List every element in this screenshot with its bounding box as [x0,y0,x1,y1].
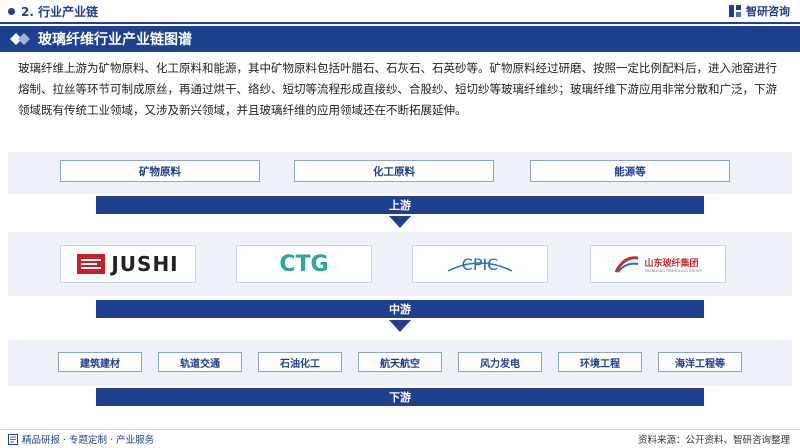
brand-logo: 智研咨询 [728,3,790,19]
upstream-item-mineral: 矿物原料 [60,160,260,182]
intro-paragraph: 玻璃纤维上游为矿物原料、化工原料和能源，其中矿物原料包括叶腊石、石灰石、石英砂等… [18,61,777,117]
upstream-stage-bar: 上游 [96,196,704,214]
section-label: 2. 行业产业链 [21,4,99,19]
footer-services: 精品研报 · 专题定制 · 产业服务 [22,435,155,446]
title-bar: 玻璃纤维行业产业链图谱 [0,26,800,52]
shandong-name-en: SHANDONG FIBERGLASS GROUP [644,268,702,273]
downstream-item: 环境工程 [558,352,642,372]
down-arrow-icon [389,320,411,332]
ctg-wordmark: CTG [279,252,328,277]
brand-name: 智研咨询 [746,5,790,18]
document-icon [8,433,18,445]
footer-left: 精品研报 · 专题定制 · 产业服务 [0,432,154,446]
shandong-mark-icon [615,256,639,273]
ctg-wordmark-graphic: CTG [279,252,328,277]
footer-source: 资料来源：公开资料、智研咨询整理 [637,435,790,446]
page-title: 玻璃纤维行业产业链图谱 [38,32,192,48]
double-diamond-icon [10,33,30,45]
shandong-text: 山东玻纤集团 SHANDONG FIBERGLASS GROUP [644,256,701,273]
down-arrow-icon [389,216,411,228]
ctg-logo: CTG [236,245,372,283]
jushi-mark-icon [77,254,106,274]
midstream-stage-bar: 中游 [96,300,704,318]
downstream-item: 海洋工程等 [658,352,742,372]
top-header: 2. 行业产业链 智研咨询 [0,0,800,22]
downstream-item: 轨道交通 [158,352,242,372]
footer: 精品研报 · 专题定制 · 产业服务 资料来源：公开资料、智研咨询整理 [0,430,800,448]
jushi-wordmark: JUSHI [111,252,179,276]
cpic-wordmark: CPIC [462,255,499,274]
cpic-logo: CPIC [412,245,548,283]
shandong-fiberglass-logo: 山东玻纤集团 SHANDONG FIBERGLASS GROUP [590,245,726,283]
downstream-item: 建筑建材 [58,352,142,372]
section-title: 2. 行业产业链 [0,3,98,20]
brand-mark-icon [729,5,741,17]
bullet-dot-icon [8,7,15,15]
footer-divider [0,429,800,430]
downstream-item: 风力发电 [458,352,542,372]
downstream-stage-bar: 下游 [96,388,704,406]
downstream-item: 石油化工 [258,352,342,372]
downstream-item: 航天航空 [358,352,442,372]
upstream-item-chemical: 化工原料 [294,160,494,182]
upstream-item-energy: 能源等 [530,160,730,182]
cpic-wordmark-graphic: CPIC [447,255,513,274]
header-divider [0,22,800,24]
jushi-logo: JUSHI [60,245,196,283]
shandong-name-cn: 山东玻纤集团 [644,258,699,269]
